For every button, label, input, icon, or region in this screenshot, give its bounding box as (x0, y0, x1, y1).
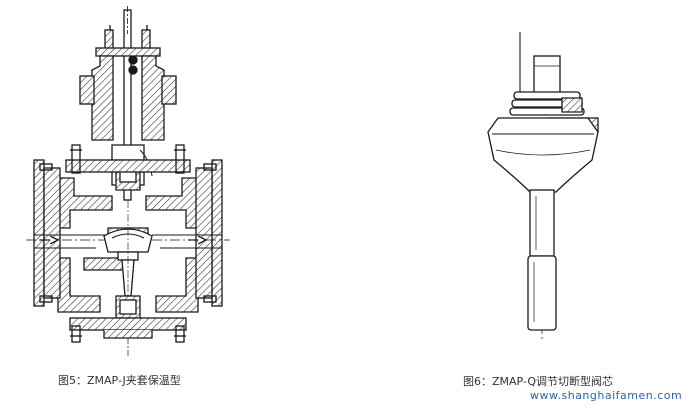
jacket-body (57, 177, 199, 313)
bonnet-flange (65, 144, 191, 174)
bottom-cover (69, 295, 187, 356)
trim-assembly-drawing (487, 32, 599, 340)
end-flanges (33, 159, 223, 307)
upper-stem (533, 55, 561, 95)
figure-5-caption: 图5：ZMAP-J夹套保温型 (58, 374, 181, 387)
watermark-text: www.shanghaifamen.com (530, 389, 683, 402)
lower-stem (527, 189, 557, 331)
jacketed-valve-drawing (26, 6, 230, 356)
figure-6-caption: 图6：ZMAP-Q调节切断型阀芯 (463, 375, 613, 388)
plug-head (487, 117, 599, 193)
bonnet (79, 55, 177, 191)
valve-plug (103, 200, 153, 300)
